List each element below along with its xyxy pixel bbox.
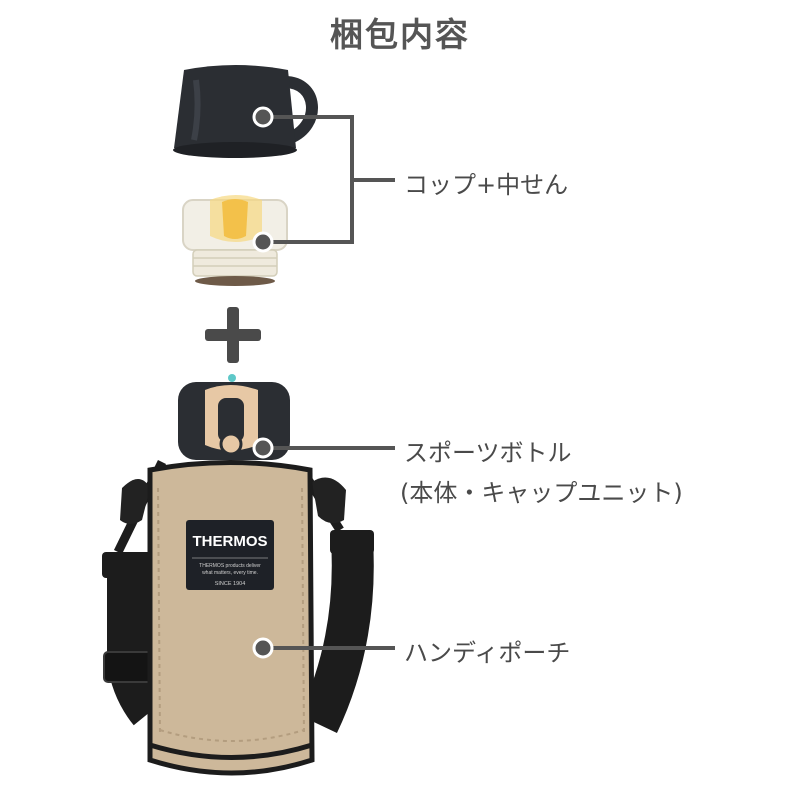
page-title: 梱包内容	[330, 15, 470, 54]
callout-dots	[252, 106, 274, 659]
badge-tagline-1: THERMOS products deliver	[199, 563, 261, 569]
plus-icon	[205, 307, 261, 363]
badge-tagline-2: what matters, every time.	[202, 570, 258, 576]
shoulder-strap	[102, 460, 374, 734]
label-handy-pouch: ハンディポーチ	[404, 639, 571, 667]
label-cup-stopper: コップ+中せん	[404, 171, 569, 199]
cup-image	[173, 65, 318, 158]
label-sports-bottle-detail: (本体・キャップユニット)	[400, 479, 683, 507]
leader-lines	[263, 115, 395, 650]
label-sports-bottle: スポーツボトル	[404, 439, 572, 467]
pouch-image	[147, 460, 315, 776]
brand-logo-text: THERMOS	[193, 533, 268, 550]
badge-since: SINCE 1904	[215, 581, 246, 587]
